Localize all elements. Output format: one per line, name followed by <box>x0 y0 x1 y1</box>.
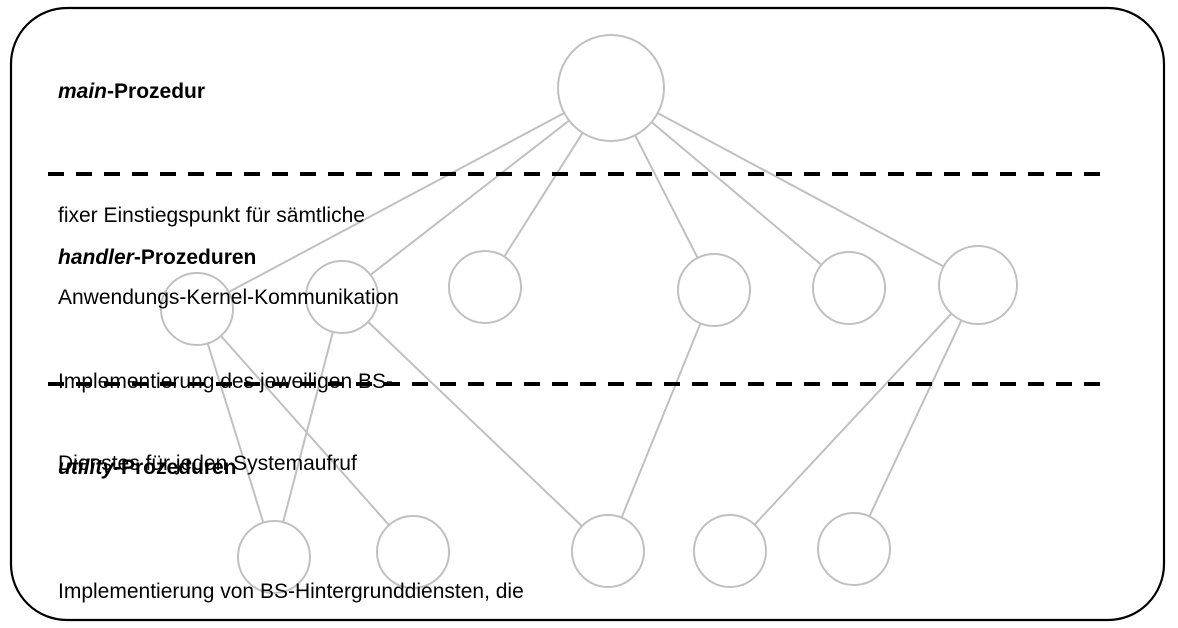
tier-label-main: main-Prozedur fixer Einstiegspunkt für s… <box>58 36 399 407</box>
edges-layer <box>206 111 963 528</box>
graph-node-main[interactable] <box>557 34 665 142</box>
tier-body-line: Anwendungs-Kernel-Kommunikation <box>58 285 399 309</box>
graph-edge <box>634 134 699 259</box>
graph-node-utility[interactable] <box>376 515 450 589</box>
tier-body-handler: Implementierung des jeweiligen BS- Diens… <box>58 313 393 531</box>
tier-label-utility: utility-Prozeduren Implementierung von B… <box>58 412 526 628</box>
outer-rounded-border <box>9 6 1166 622</box>
graph-edge <box>219 334 391 527</box>
graph-node-utility[interactable] <box>693 514 767 588</box>
tier-label-handler: handler-Prozeduren Implementierung des j… <box>58 202 393 573</box>
tier-heading-utility: utility-Prozeduren <box>58 454 526 481</box>
tier-heading-suffix-utility: -Prozeduren <box>114 455 237 479</box>
graph-node-utility[interactable] <box>817 512 891 586</box>
graph-node-handler[interactable] <box>938 245 1018 325</box>
tier-body-line: Implementierung des jeweiligen BS- <box>58 370 394 394</box>
graph-edge <box>369 119 571 276</box>
graph-edge <box>620 322 702 519</box>
graph-edge <box>656 112 945 268</box>
graph-node-handler[interactable] <box>305 260 379 334</box>
tier-heading-suffix-main: -Prozedur <box>107 79 206 103</box>
graph-edge <box>367 320 583 528</box>
tier-keyword-utility: utility <box>58 455 114 479</box>
nodes-layer <box>160 34 1018 594</box>
graph-edge <box>503 131 584 258</box>
graph-edge <box>227 111 566 294</box>
graph-node-utility[interactable] <box>237 520 311 594</box>
tier-heading-handler: handler-Prozeduren <box>58 244 393 271</box>
tier-body-main: fixer Einstiegspunkt für sämtliche Anwen… <box>58 147 399 365</box>
graph-edge <box>206 342 265 524</box>
graph-edge <box>868 319 963 518</box>
graph-node-handler[interactable] <box>448 250 522 324</box>
tier-heading-suffix-handler: -Prozeduren <box>133 245 257 269</box>
graph-edge <box>282 330 334 524</box>
separators-layer <box>48 172 1112 386</box>
tier-body-utility: Implementierung von BS-Hintergrunddienst… <box>58 523 526 628</box>
tier-keyword-handler: handler <box>58 245 134 269</box>
tier-body-line: Implementierung von BS-Hintergrunddienst… <box>58 580 524 604</box>
graph-edge <box>753 312 953 526</box>
tier-body-line: fixer Einstiegspunkt für sämtliche <box>58 204 365 228</box>
graph-node-handler[interactable] <box>812 251 886 325</box>
graph-edge <box>650 121 823 266</box>
graph-node-handler[interactable] <box>677 253 751 327</box>
graph-node-handler[interactable] <box>160 272 234 346</box>
tier-keyword-main: main <box>58 79 108 103</box>
graph-node-utility[interactable] <box>571 514 645 588</box>
tier-heading-main: main-Prozedur <box>58 78 399 105</box>
tier-body-line: Dienstes für jeden Systemaufruf <box>58 451 357 475</box>
